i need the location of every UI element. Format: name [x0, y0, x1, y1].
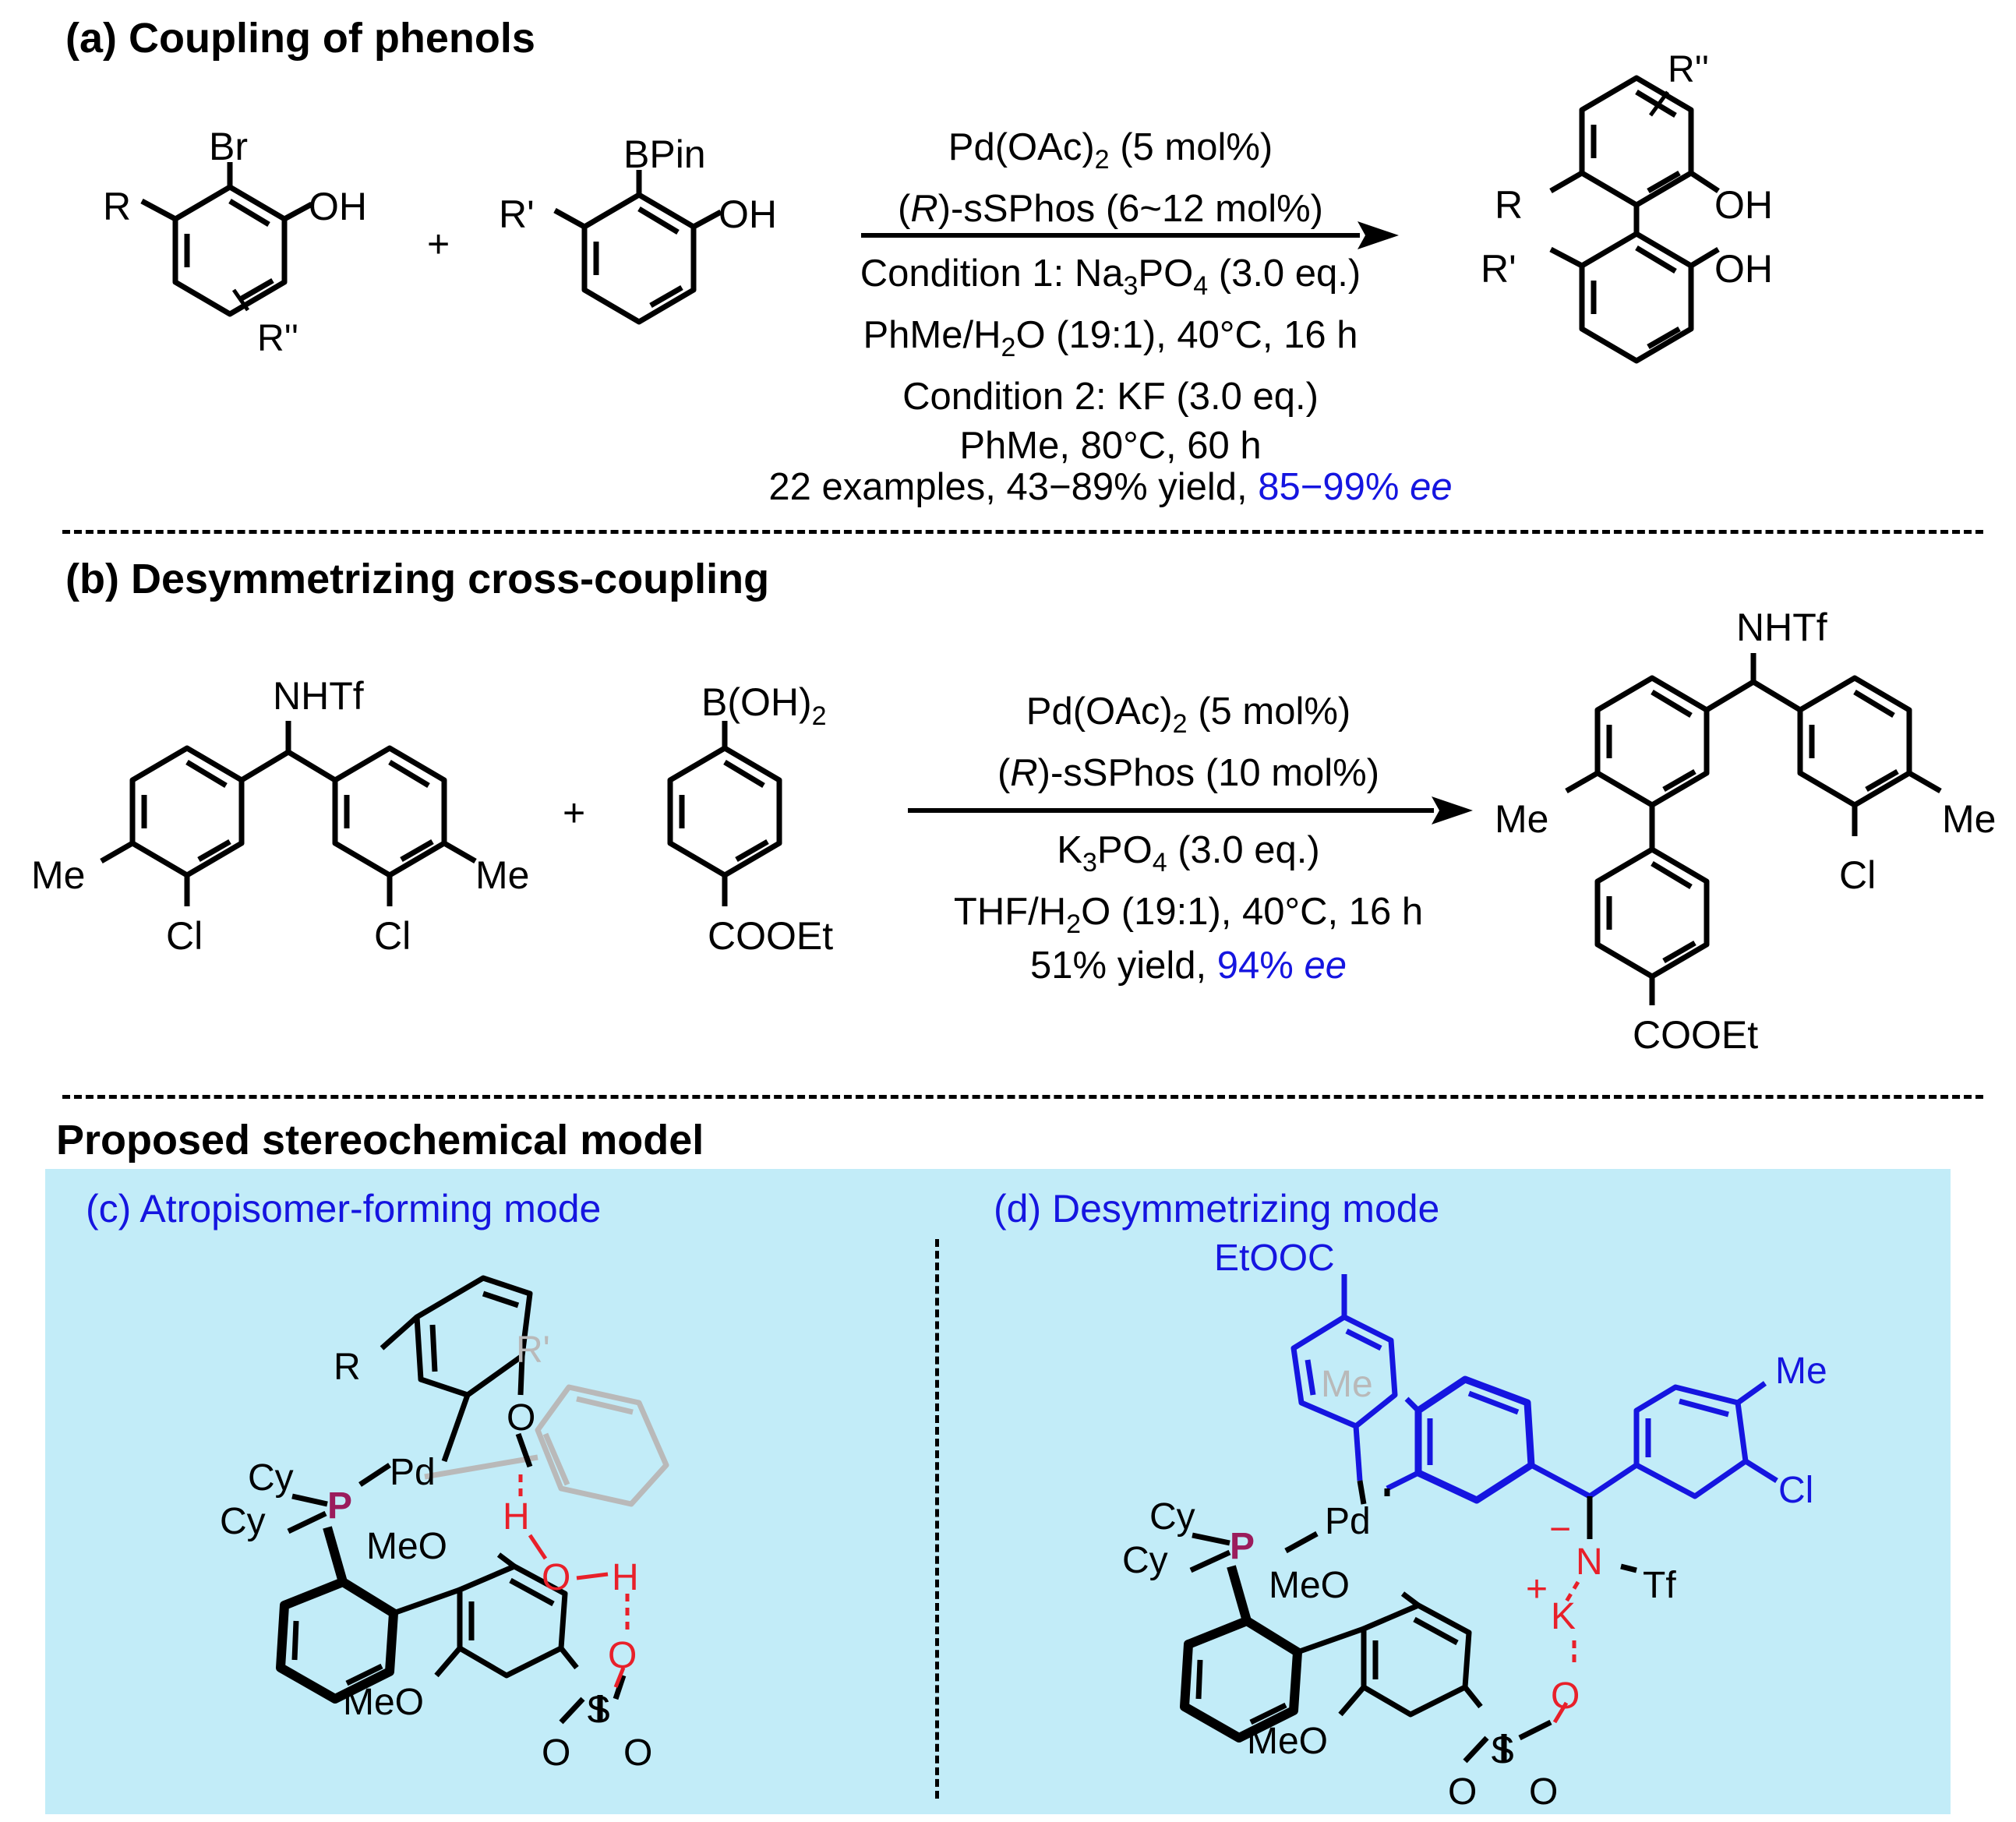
label-me-right: Me — [475, 853, 529, 897]
panel-d-title: (d) Desymmetrizing mode — [994, 1187, 1440, 1231]
c-label-o2: O — [542, 1557, 570, 1598]
c-label-rprime: R' — [516, 1329, 550, 1371]
c-label-p: P — [327, 1485, 352, 1527]
plus-a: + — [427, 222, 450, 266]
product-a-rprime: R' — [1481, 247, 1516, 291]
c-label-pd: Pd — [390, 1452, 436, 1493]
c-label-r: R — [334, 1347, 361, 1388]
d-label-me-gray: Me — [1321, 1364, 1373, 1405]
model-panel — [45, 1169, 1951, 1814]
d-label-me: Me — [1775, 1351, 1827, 1392]
label-cooet: COOEt — [708, 914, 833, 958]
product-a-r: R — [1495, 183, 1523, 227]
product-a-r2: R'' — [1668, 49, 1709, 90]
label-me-left: Me — [31, 853, 85, 897]
conditions-a-below: Condition 1: Na3PO4 (3.0 eq.) PhMe/H2O (… — [860, 252, 1361, 467]
divider-2 — [62, 1095, 1983, 1099]
c-label-o: O — [507, 1397, 535, 1439]
d-label-minus: − — [1549, 1509, 1571, 1550]
d-label-tf: Tf — [1643, 1565, 1676, 1606]
label-r: R — [103, 185, 131, 228]
result-b: 51% yield, 94% ee — [1030, 945, 1347, 987]
label-boh2: B(OH)2 — [701, 680, 827, 731]
label-oh-2: OH — [718, 192, 777, 236]
product-a-oh2: OH — [1714, 247, 1773, 291]
product-b-cooet: COOEt — [1633, 1013, 1758, 1057]
label-r2: R'' — [257, 318, 298, 359]
d-label-n: N — [1576, 1541, 1603, 1583]
c-label-meo1: MeO — [366, 1526, 447, 1567]
d-label-k: K — [1551, 1596, 1576, 1637]
d-label-cy1: Cy — [1149, 1496, 1195, 1538]
d-label-o3: O — [1529, 1771, 1558, 1813]
c-label-s: S — [586, 1690, 611, 1731]
model-title: Proposed stereochemical model — [56, 1117, 704, 1163]
conditions-b-above: Pd(OAc)2 (5 mol%) (R)-sSPhos (10 mol%) — [997, 690, 1380, 794]
divider-1 — [62, 530, 1983, 534]
d-label-o2: O — [1448, 1771, 1477, 1813]
label-cl-right: Cl — [374, 914, 411, 958]
plus-b: + — [563, 791, 585, 835]
result-a: 22 examples, 43−89% yield, 85−99% ee — [768, 466, 1453, 508]
label-oh: OH — [309, 185, 367, 228]
product-b-cl: Cl — [1839, 853, 1876, 897]
c-label-cy1: Cy — [248, 1457, 294, 1499]
c-label-h1: H — [503, 1496, 530, 1538]
c-label-o5: O — [623, 1732, 652, 1774]
d-label-cy2: Cy — [1122, 1540, 1168, 1581]
label-nhtf: NHTf — [273, 674, 364, 718]
d-label-meo1: MeO — [1269, 1565, 1350, 1606]
product-a-oh1: OH — [1714, 183, 1773, 227]
label-cl-left: Cl — [166, 914, 203, 958]
product-b-me-left: Me — [1495, 797, 1548, 841]
conditions-b-below: K3PO4 (3.0 eq.) THF/H2O (19:1), 40°C, 16… — [953, 829, 1424, 939]
c-label-o4: O — [542, 1732, 570, 1774]
section-a-title: (a) Coupling of phenols — [65, 15, 535, 62]
conditions-a-above: Pd(OAc)2 (5 mol%) (R)-sSPhos (6~12 mol%) — [898, 126, 1323, 230]
product-b-me-right: Me — [1942, 797, 1996, 841]
panel-c-title: (c) Atropisomer-forming mode — [86, 1187, 602, 1231]
product-b-nhtf: NHTf — [1736, 606, 1827, 649]
section-b-title: (b) Desymmetrizing cross-coupling — [65, 556, 770, 602]
c-label-o3: O — [608, 1635, 637, 1676]
d-label-cl: Cl — [1778, 1470, 1813, 1511]
d-label-o1: O — [1551, 1675, 1580, 1717]
d-label-etooc: EtOOC — [1214, 1238, 1335, 1279]
d-label-s: S — [1490, 1730, 1515, 1771]
d-label-plus: + — [1526, 1569, 1548, 1610]
d-label-p: P — [1230, 1526, 1255, 1567]
label-rprime: R' — [499, 192, 535, 236]
c-label-meo2: MeO — [343, 1682, 424, 1723]
label-br: Br — [209, 125, 248, 168]
panel-divider — [935, 1239, 939, 1799]
d-label-meo2: MeO — [1247, 1721, 1328, 1762]
c-label-h2: H — [612, 1557, 639, 1598]
d-label-pd: Pd — [1325, 1501, 1371, 1542]
c-label-cy2: Cy — [220, 1501, 266, 1542]
label-bpin: BPin — [623, 132, 706, 176]
